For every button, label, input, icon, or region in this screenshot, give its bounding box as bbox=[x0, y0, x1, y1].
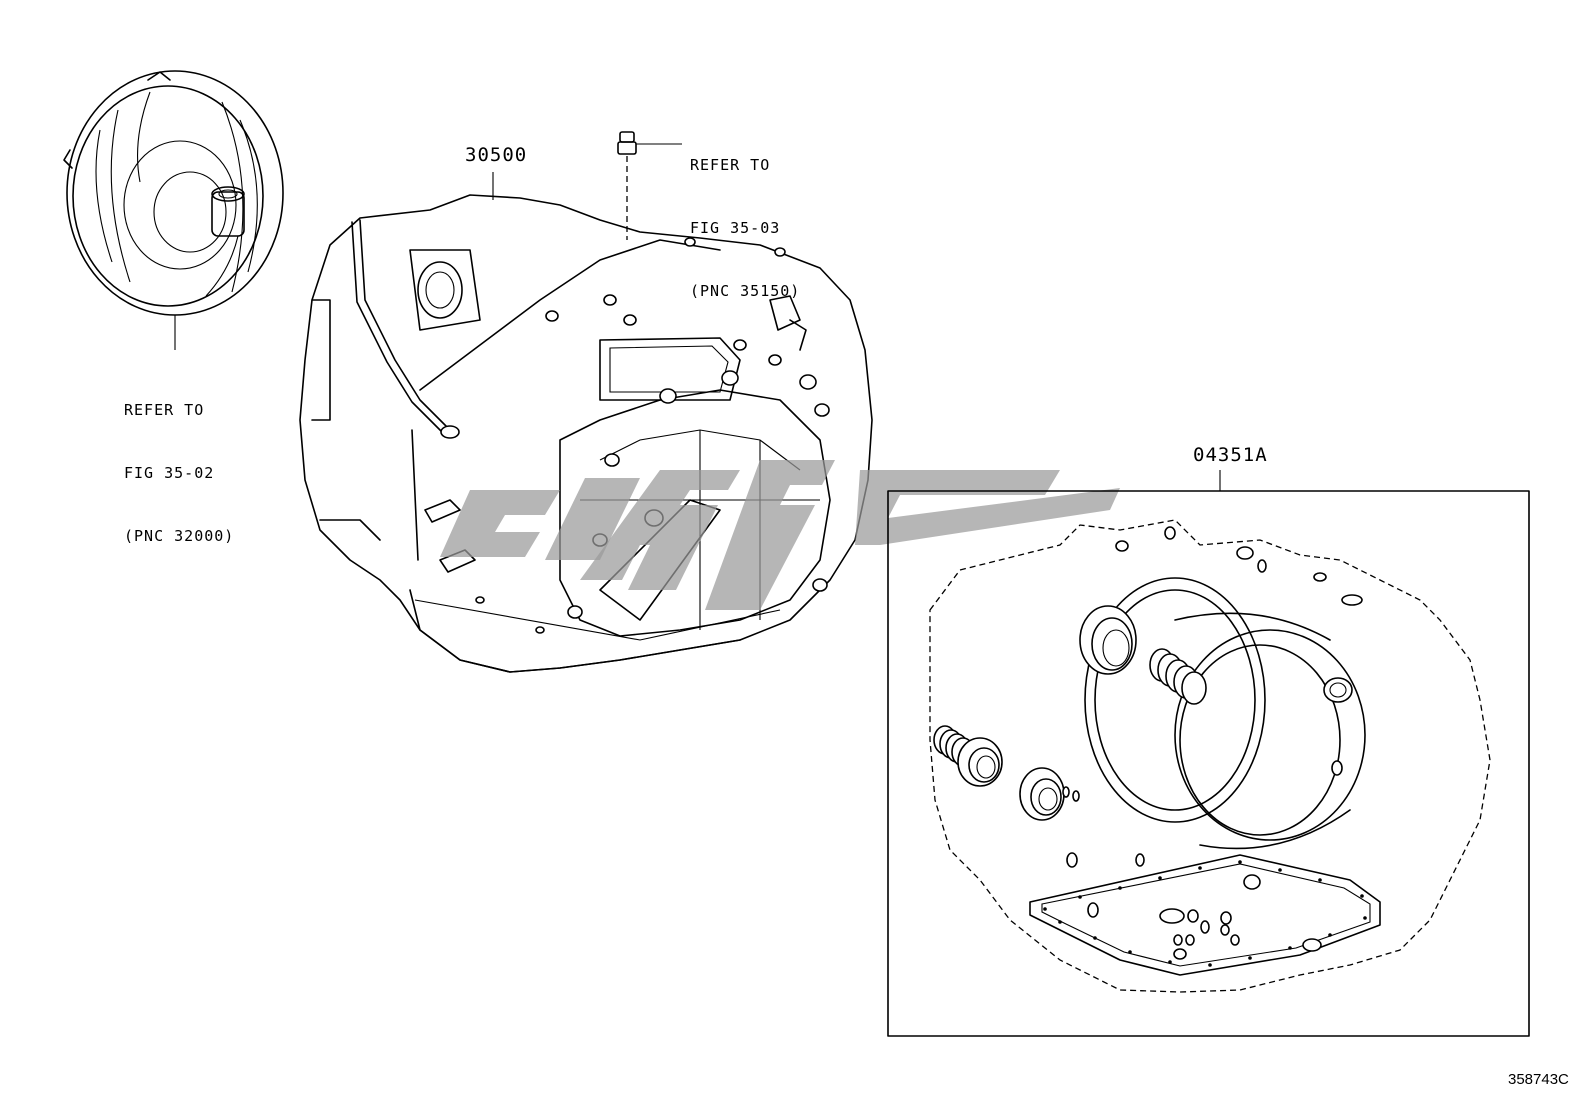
case-gasket[interactable] bbox=[929, 519, 1491, 993]
torque-converter[interactable] bbox=[63, 70, 284, 350]
valve-body-o-rings[interactable] bbox=[1087, 874, 1322, 960]
ref-line-3: (PNC 35150) bbox=[690, 282, 801, 300]
o-ring-small-2[interactable] bbox=[1072, 790, 1080, 802]
ref-line-2: FIG 35-03 bbox=[690, 219, 781, 237]
ref-line-1: REFER TO bbox=[690, 156, 771, 174]
oil-pan-gasket[interactable] bbox=[1029, 854, 1381, 976]
piston-ring-large[interactable] bbox=[1084, 577, 1266, 823]
ref-line-1: REFER TO bbox=[124, 401, 205, 419]
oil-seal-left[interactable] bbox=[957, 737, 1003, 787]
piston-ring-outer[interactable] bbox=[1174, 612, 1366, 850]
spring-stack[interactable] bbox=[1149, 648, 1207, 705]
watermark-logo bbox=[440, 460, 1120, 610]
filler-plug[interactable] bbox=[617, 131, 682, 240]
figure-id: 358743C bbox=[1508, 1071, 1569, 1088]
oil-seal-upper[interactable] bbox=[1079, 605, 1137, 675]
o-ring-small-1[interactable] bbox=[1062, 786, 1070, 798]
kit-frame bbox=[887, 490, 1530, 1037]
part-number-transaxle[interactable]: 30500 bbox=[465, 144, 528, 166]
ref-line-3: (PNC 32000) bbox=[124, 527, 235, 545]
ref-line-2: FIG 35-02 bbox=[124, 464, 215, 482]
torque-converter-ref-callout: REFER TO FIG 35-02 (PNC 32000) bbox=[124, 358, 234, 589]
filler-plug-ref-callout: REFER TO FIG 35-03 (PNC 35150) bbox=[690, 113, 800, 344]
oil-seal-middle[interactable] bbox=[1019, 767, 1065, 821]
part-number-gasket-kit[interactable]: 04351A bbox=[1193, 444, 1268, 466]
